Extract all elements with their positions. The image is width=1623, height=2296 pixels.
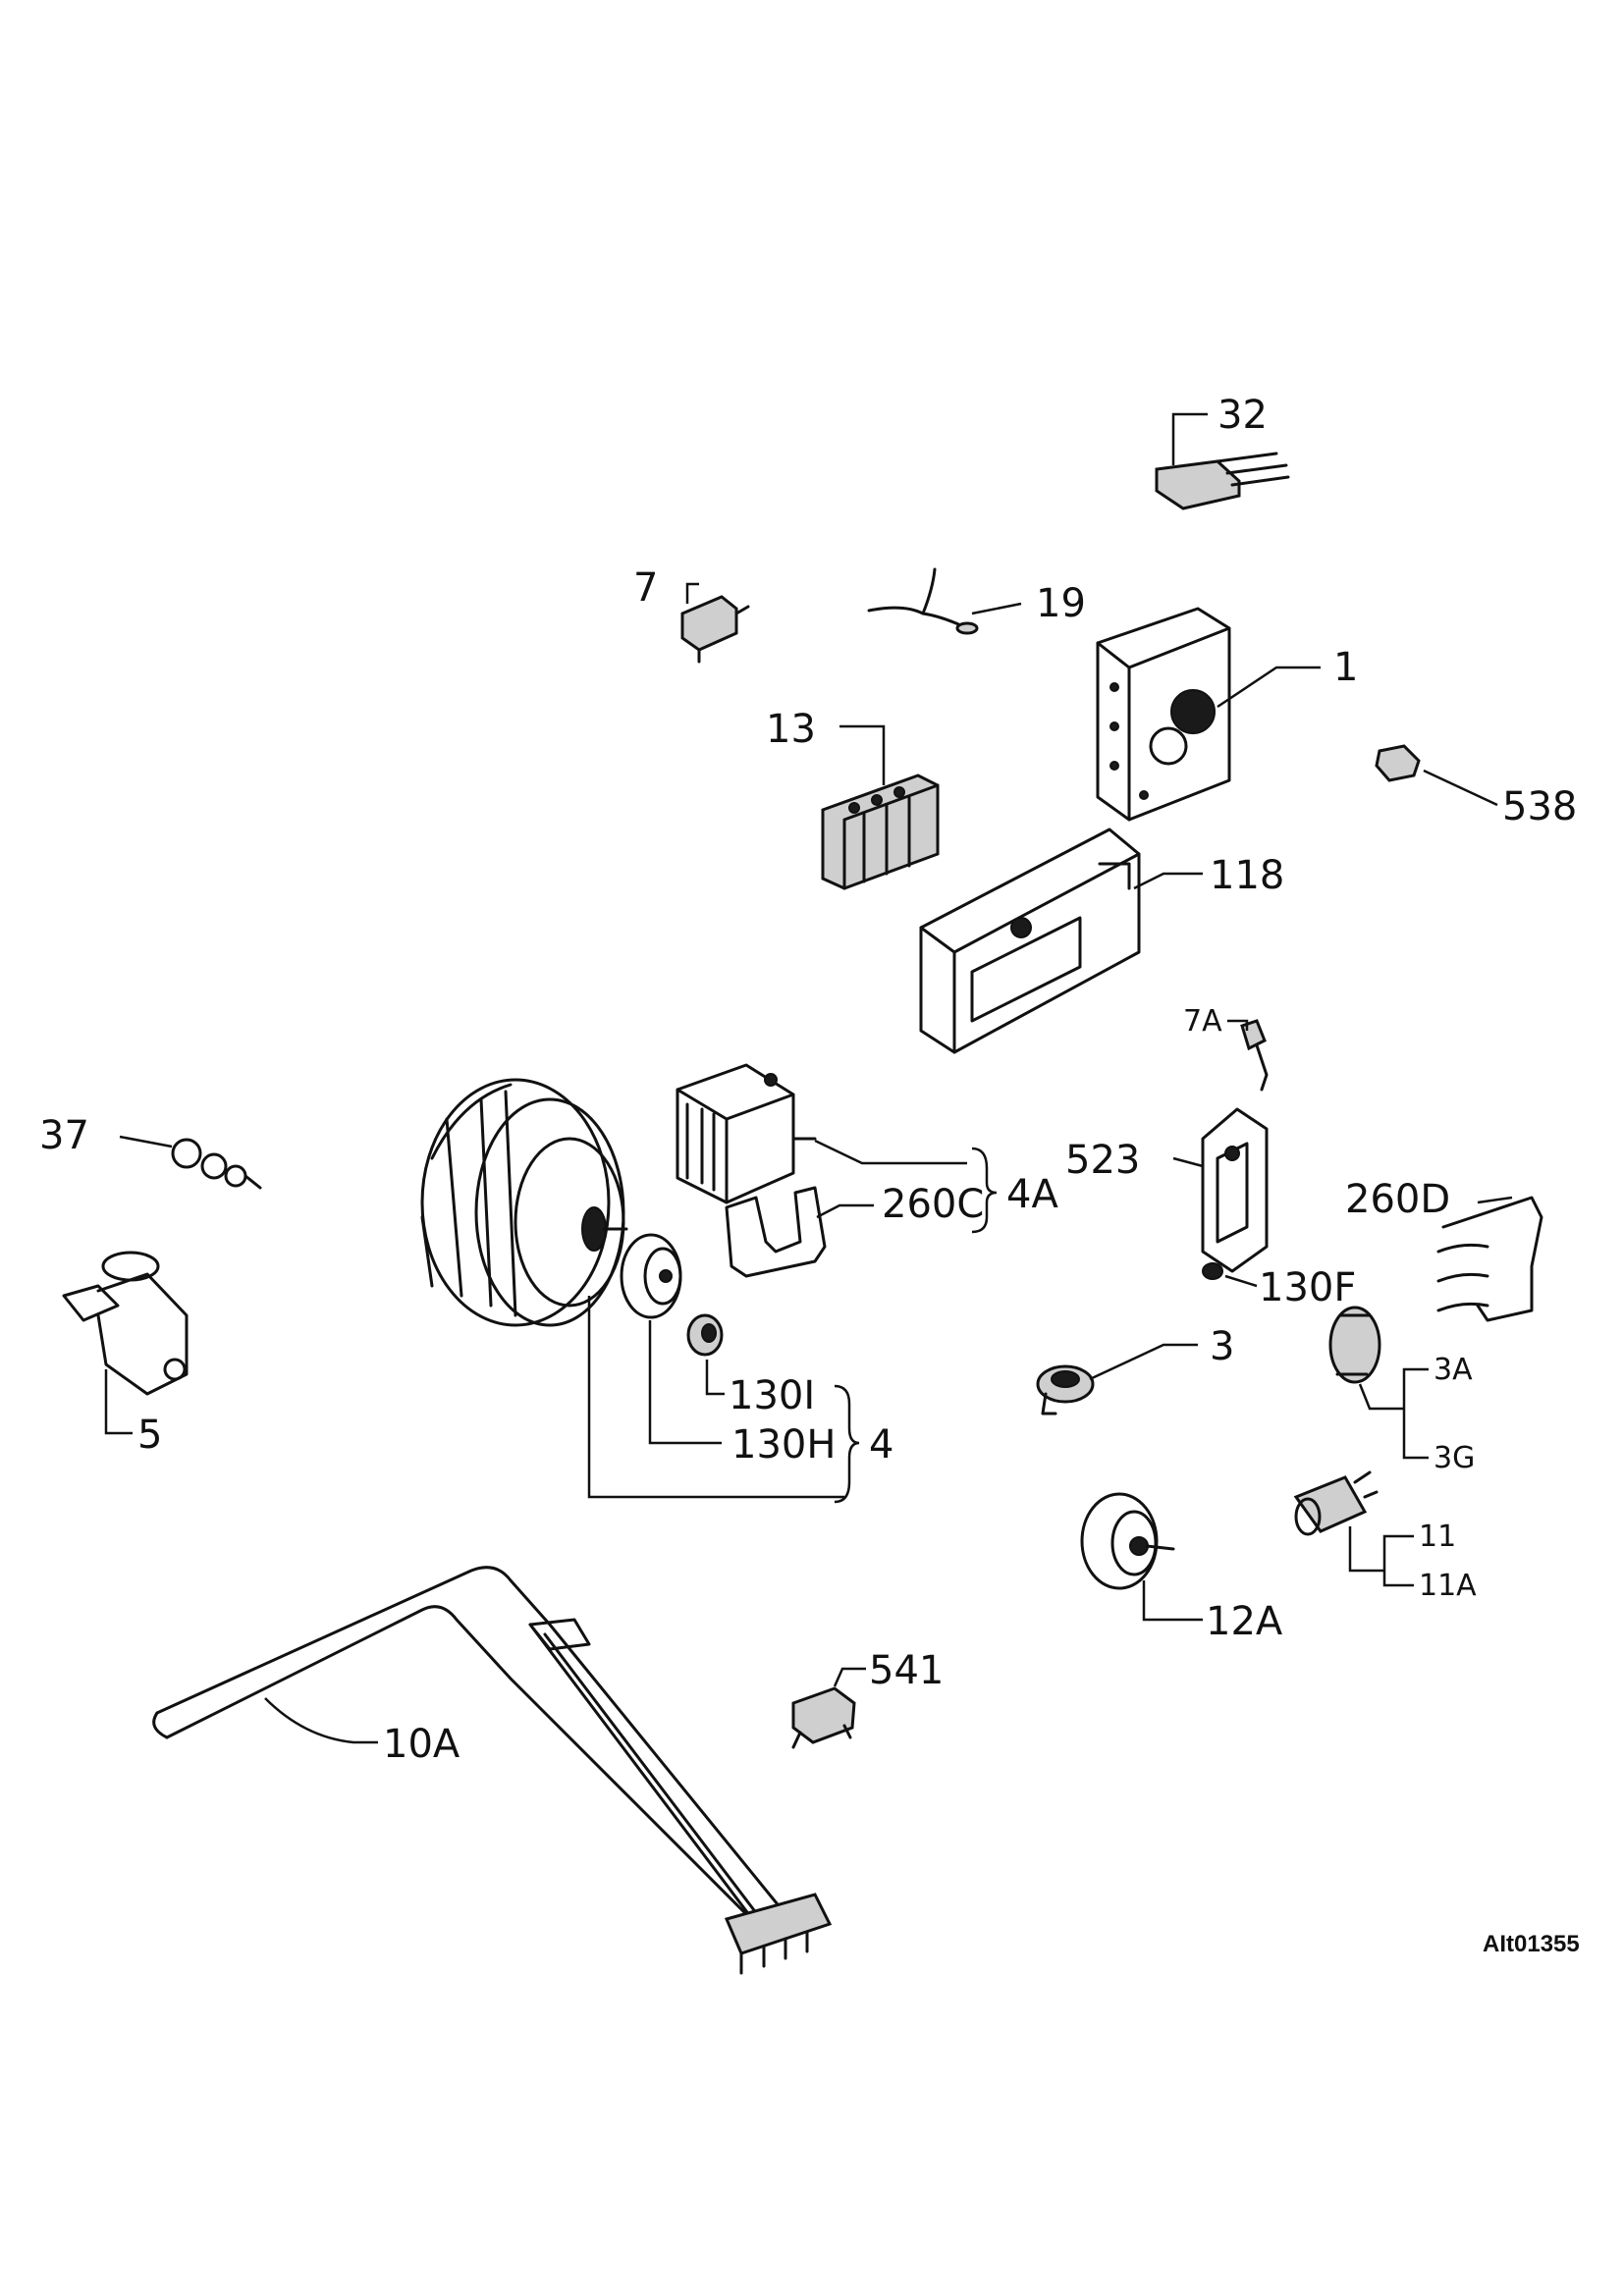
label-32: 32	[1217, 393, 1268, 438]
part-11-capacitor	[1293, 1470, 1414, 1587]
part-118-control-board	[919, 828, 1203, 1054]
label-3a: 3A	[1434, 1353, 1473, 1387]
part-130i-bush	[686, 1313, 725, 1396]
label-10a: 10A	[383, 1722, 460, 1767]
label-523: 523	[1065, 1138, 1140, 1183]
label-3: 3	[1210, 1324, 1234, 1369]
label-538: 538	[1502, 784, 1577, 829]
label-37: 37	[39, 1113, 89, 1158]
label-5: 5	[137, 1413, 162, 1458]
label-7: 7	[633, 565, 658, 611]
label-1: 1	[1333, 645, 1358, 690]
reference-code: AIt01355	[1483, 1931, 1580, 1957]
part-4-motor	[420, 1078, 844, 1499]
part-538-connector	[1375, 744, 1498, 807]
part-523-housing	[1172, 1107, 1269, 1273]
part-7-switch	[680, 582, 750, 664]
part-19-wire-sensor	[867, 567, 1022, 635]
label-260d: 260D	[1345, 1177, 1450, 1222]
label-130h: 130H	[731, 1422, 836, 1468]
part-1-timer	[1096, 607, 1321, 822]
label-7a: 7A	[1183, 1004, 1222, 1039]
label-13: 13	[766, 707, 816, 752]
part-130f-grommet	[1202, 1262, 1258, 1288]
part-13-terminal-block	[821, 724, 940, 890]
part-130h-pulley	[620, 1233, 722, 1445]
part-10a-heating-element	[152, 1566, 833, 1975]
part-7a-switch-lever	[1227, 1019, 1269, 1092]
part-260c-bracket	[725, 1186, 874, 1278]
brace-4a	[971, 1147, 998, 1234]
label-118: 118	[1210, 853, 1284, 898]
label-11: 11	[1419, 1520, 1456, 1554]
brace-4	[834, 1384, 860, 1504]
label-130i: 130I	[729, 1373, 815, 1418]
label-541: 541	[869, 1648, 944, 1693]
label-19: 19	[1036, 581, 1086, 626]
label-4a: 4A	[1006, 1172, 1058, 1217]
part-37-door-lock	[119, 1135, 262, 1190]
part-260d-bracket	[1436, 1196, 1543, 1322]
part-4a-pump-motor	[676, 1063, 967, 1204]
part-541-connector	[791, 1667, 866, 1749]
label-130f: 130F	[1259, 1265, 1356, 1310]
part-5-inlet-valve	[62, 1251, 189, 1435]
label-260c: 260C	[882, 1182, 984, 1227]
label-11a: 11A	[1419, 1569, 1477, 1603]
label-12a: 12A	[1206, 1599, 1283, 1644]
part-3a-3g-pressure-chamber	[1328, 1306, 1429, 1460]
label-3g: 3G	[1434, 1441, 1475, 1475]
part-3-pressure-switch	[1036, 1343, 1198, 1415]
part-12a-component	[1080, 1492, 1203, 1622]
part-32-sensor	[1155, 412, 1290, 510]
label-4: 4	[869, 1422, 893, 1468]
